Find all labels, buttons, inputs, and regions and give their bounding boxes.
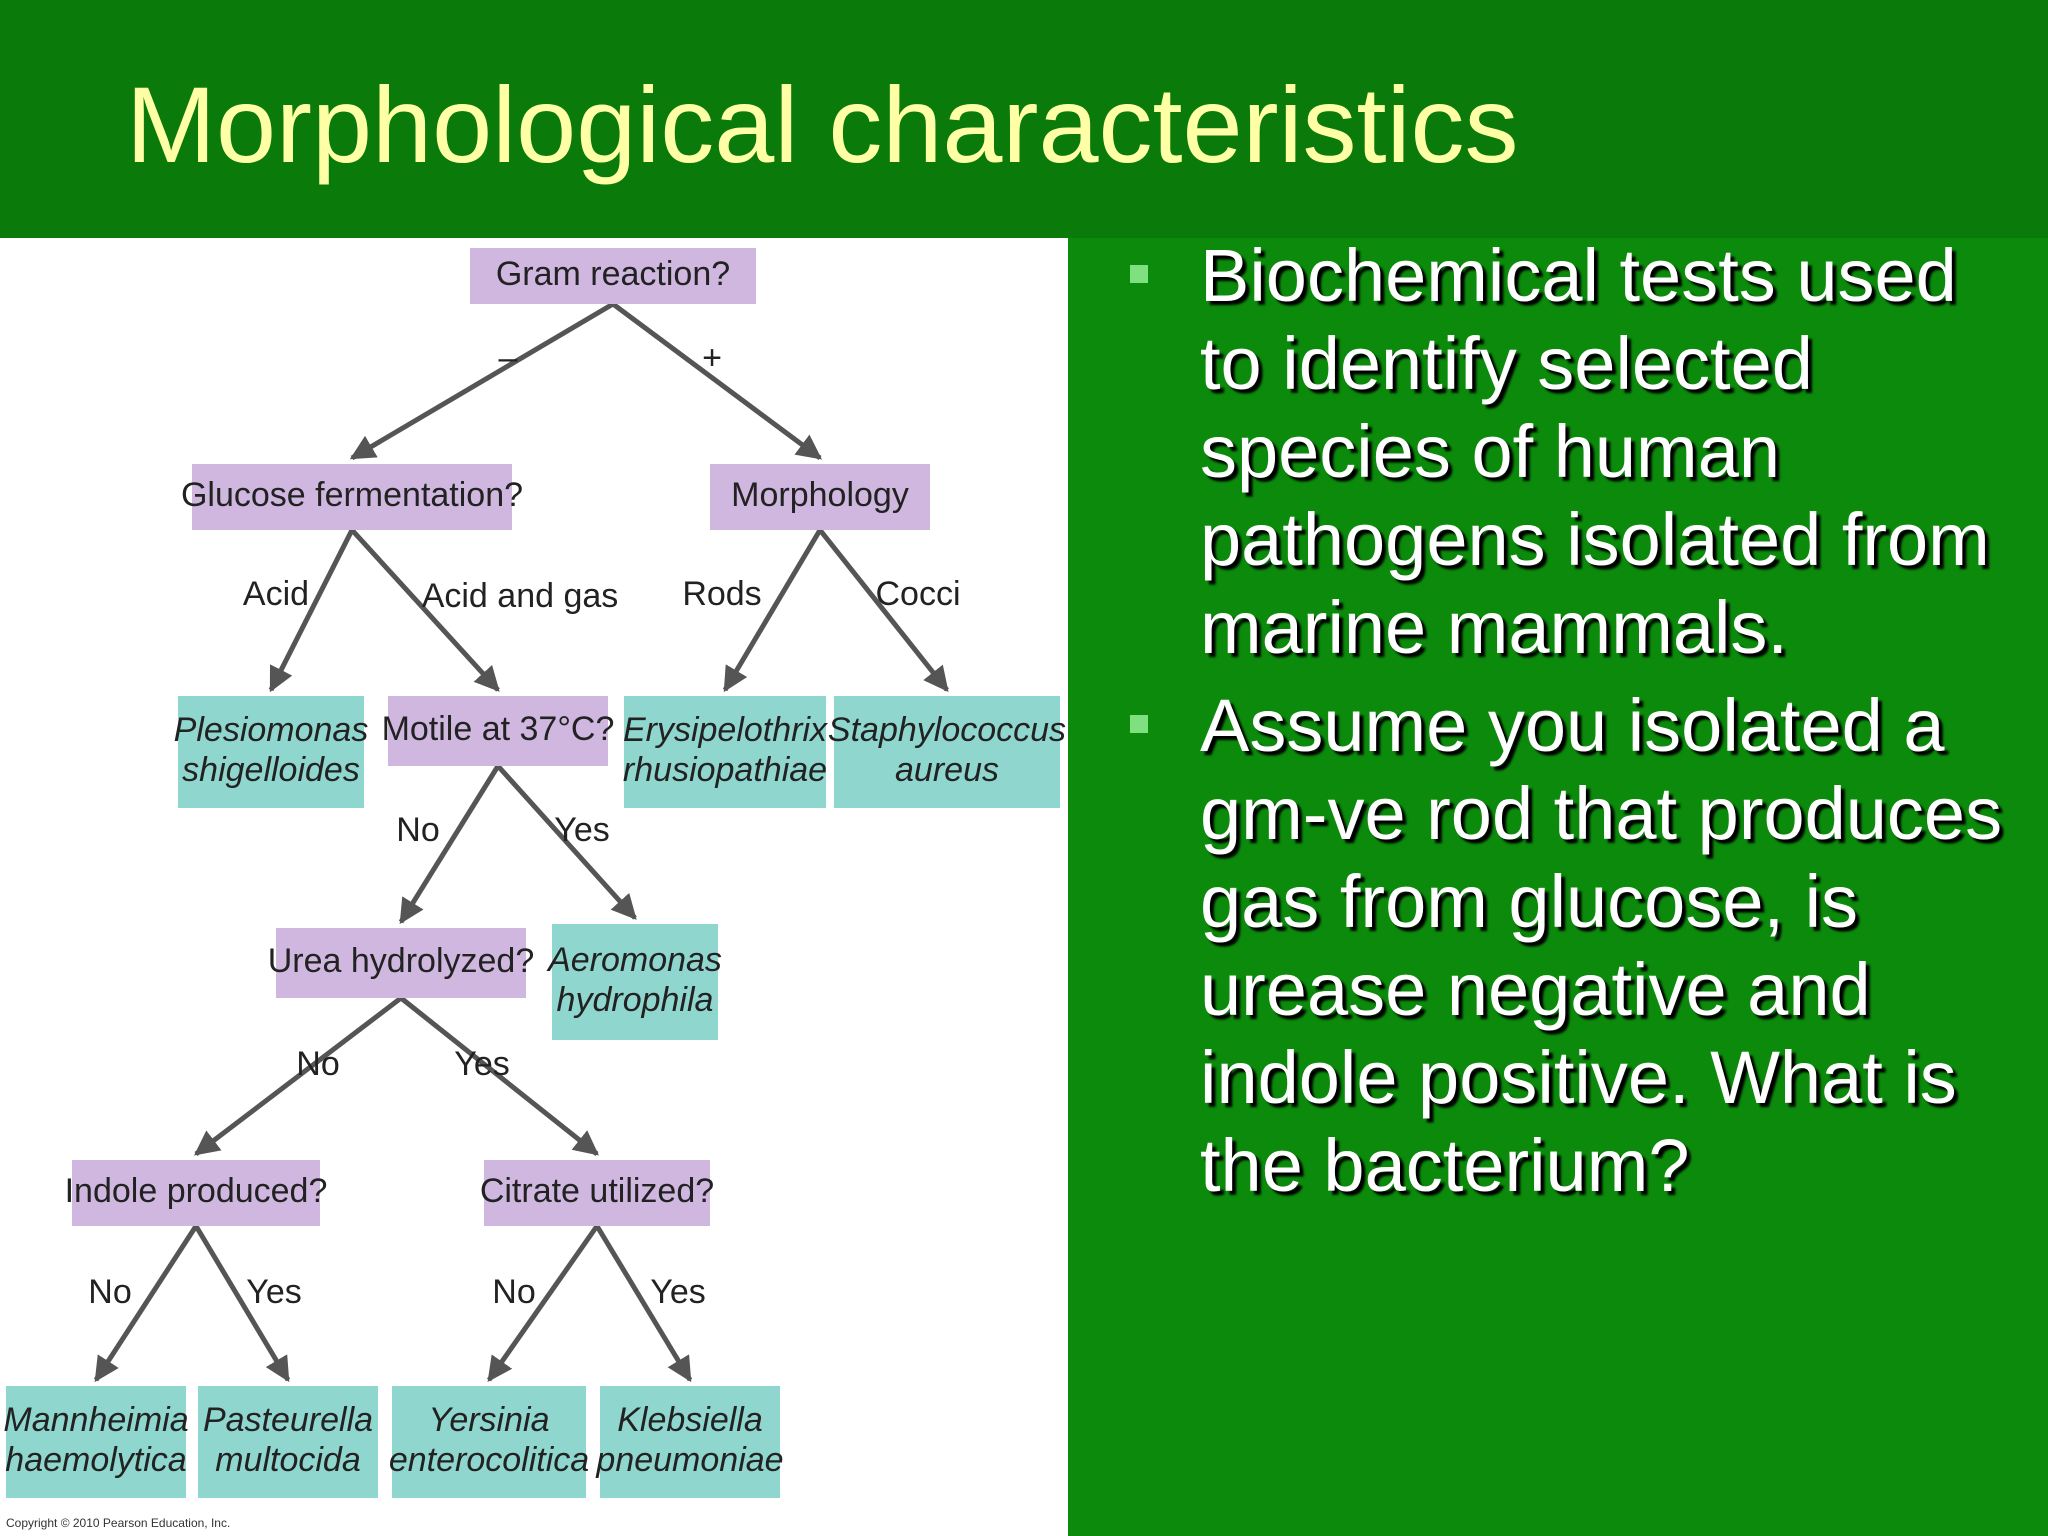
edge-arrow-motile-urea xyxy=(398,764,501,925)
title-bar: Morphological characteristics xyxy=(0,0,2048,238)
slide-title: Morphological characteristics xyxy=(126,64,1519,185)
edge-arrow-glucose-plesiomonas xyxy=(268,528,355,693)
edge-label-gram-morphology: + xyxy=(702,339,722,377)
edge-label-gram-glucose: – xyxy=(499,339,518,377)
square-bullet-icon xyxy=(1130,715,1148,733)
node-box-indole xyxy=(72,1160,320,1226)
edge-label-citrate-klebsiella: Yes xyxy=(650,1273,705,1311)
edge-label-morphology-staphylococcus: Cocci xyxy=(875,575,960,613)
node-label-yersinia: enterocolitica xyxy=(389,1441,589,1479)
bullet-text: Biochemical tests used to identify selec… xyxy=(1200,234,1990,669)
node-label-gram: Gram reaction? xyxy=(496,255,730,293)
node-box-erysipelothrix xyxy=(624,696,826,808)
edge-arrow-gram-morphology xyxy=(611,301,823,461)
node-box-plesiomonas xyxy=(178,696,364,808)
bullet-list: Biochemical tests used to identify selec… xyxy=(1130,232,2030,1220)
edge-label-motile-aeromonas: Yes xyxy=(554,811,609,849)
edge-arrow-indole-mannheimia xyxy=(93,1224,199,1383)
node-label-citrate: Citrate utilized? xyxy=(480,1172,714,1210)
node-label-motile: Motile at 37°C? xyxy=(382,710,615,748)
node-label-yersinia: Yersinia xyxy=(429,1401,550,1439)
node-label-pasteurella: Pasteurella xyxy=(203,1401,373,1439)
bullet-text: Assume you isolated a gm-ve rod that pro… xyxy=(1200,684,2003,1207)
node-label-erysipelothrix: Erysipelothrix xyxy=(623,711,828,749)
node-label-klebsiella: pneumoniae xyxy=(595,1441,783,1479)
edge-arrow-morphology-staphylococcus xyxy=(818,528,949,692)
node-glucose: Glucose fermentation? xyxy=(181,464,523,530)
node-label-mannheimia: haemolytica xyxy=(5,1441,186,1479)
edge-label-indole-pasteurella: Yes xyxy=(246,1273,301,1311)
edge-label-motile-urea: No xyxy=(396,811,439,849)
node-box-motile xyxy=(388,696,608,766)
node-indole: Indole produced? xyxy=(65,1160,328,1226)
node-box-mannheimia xyxy=(6,1386,186,1498)
node-citrate: Citrate utilized? xyxy=(480,1160,714,1226)
square-bullet-icon xyxy=(1130,265,1148,283)
node-motile: Motile at 37°C? xyxy=(382,696,615,766)
node-label-staphylococcus: aureus xyxy=(895,751,999,789)
edge-arrow-glucose-motile xyxy=(350,528,500,692)
edge-label-urea-indole: No xyxy=(296,1045,339,1083)
edge-arrow-morphology-erysipelothrix xyxy=(722,528,823,693)
node-label-erysipelothrix: rhusiopathiae xyxy=(623,751,827,789)
bullet-item: Biochemical tests used to identify selec… xyxy=(1130,232,2030,672)
edge-arrow-motile-aeromonas xyxy=(496,764,637,920)
node-label-morphology: Morphology xyxy=(731,476,909,514)
node-gram: Gram reaction? xyxy=(470,248,756,304)
edge-label-indole-mannheimia: No xyxy=(88,1273,131,1311)
node-label-urea: Urea hydrolyzed? xyxy=(268,942,534,980)
edge-arrow-citrate-yersinia xyxy=(486,1224,600,1383)
node-morphology: Morphology xyxy=(710,464,930,530)
edge-arrow-gram-glucose xyxy=(349,301,615,461)
bullet-item: Assume you isolated a gm-ve rod that pro… xyxy=(1130,682,2030,1210)
node-label-indole: Indole produced? xyxy=(65,1172,328,1210)
node-box-urea xyxy=(276,928,526,998)
edge-arrow-urea-indole xyxy=(194,996,403,1156)
edge-label-glucose-plesiomonas: Acid xyxy=(243,575,309,613)
node-label-staphylococcus: Staphylococcus xyxy=(828,711,1066,749)
node-box-klebsiella xyxy=(600,1386,780,1498)
edge-arrow-urea-citrate xyxy=(399,996,599,1156)
node-box-glucose xyxy=(192,464,512,530)
edge-label-citrate-yersinia: No xyxy=(492,1273,535,1311)
edge-label-glucose-motile: Acid and gas xyxy=(422,577,619,615)
node-label-plesiomonas: shigelloides xyxy=(182,751,360,789)
edge-label-urea-citrate: Yes xyxy=(454,1045,509,1083)
copyright-text: Copyright © 2010 Pearson Education, Inc. xyxy=(6,1516,231,1530)
node-box-staphylococcus xyxy=(834,696,1060,808)
node-label-aeromonas: hydrophila xyxy=(557,981,714,1019)
node-label-plesiomonas: Plesiomonas xyxy=(174,711,369,749)
node-box-gram xyxy=(470,248,756,304)
node-label-glucose: Glucose fermentation? xyxy=(181,476,523,514)
edge-arrow-citrate-klebsiella xyxy=(594,1224,693,1383)
node-box-aeromonas xyxy=(552,924,718,1040)
node-box-citrate xyxy=(484,1160,710,1226)
node-box-pasteurella xyxy=(198,1386,378,1498)
node-box-yersinia xyxy=(392,1386,586,1498)
node-label-pasteurella: multocida xyxy=(215,1441,361,1479)
edge-label-morphology-erysipelothrix: Rods xyxy=(682,575,761,613)
node-label-aeromonas: Aeromonas xyxy=(546,941,722,979)
node-label-mannheimia: Mannheimia xyxy=(3,1401,188,1439)
node-urea: Urea hydrolyzed? xyxy=(268,928,534,998)
edge-arrow-indole-pasteurella xyxy=(193,1224,291,1383)
node-box-morphology xyxy=(710,464,930,530)
node-label-klebsiella: Klebsiella xyxy=(617,1401,763,1439)
